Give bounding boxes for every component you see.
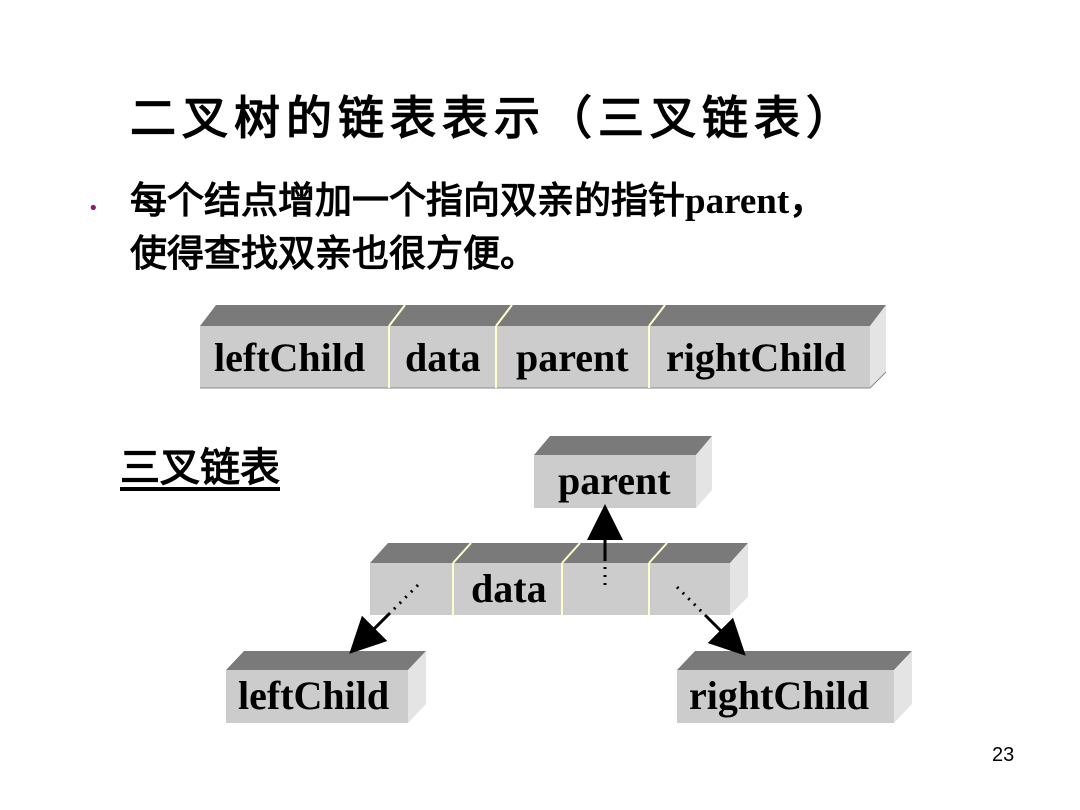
bullet-text-cn: 每个结点增加一个指向双亲的指针 [130, 179, 685, 222]
data-node-label: data [471, 566, 547, 611]
data-node: data [370, 542, 748, 615]
field-data: data [405, 335, 481, 380]
bullet-text-end: ， [789, 179, 827, 222]
slide-title: 二叉树的链表表示（三叉链表） [130, 91, 858, 145]
rightchild-node-label: rightChild [689, 673, 869, 718]
leftchild-pointer [349, 583, 420, 654]
leftchild-node-label: leftChild [238, 673, 389, 718]
rightchild-pointer [675, 585, 746, 656]
leftchild-node: leftChild [226, 651, 426, 723]
field-parent: parent [516, 335, 629, 380]
page-number: 23 [992, 744, 1015, 766]
bullet-marker: • [88, 198, 99, 219]
parent-node-label: parent [558, 458, 671, 503]
bullet-text: 每个结点增加一个指向双亲的指针parent， 使得查找双亲也很方便。 [130, 175, 1030, 280]
subheading: 三叉链表 [120, 445, 280, 491]
field-rightchild: rightChild [666, 335, 846, 380]
rightchild-node: rightChild [677, 651, 912, 723]
parent-node: parent [534, 436, 712, 508]
field-leftchild: leftChild [214, 335, 365, 380]
node-structure-bar: leftChild data parent rightChild [200, 304, 887, 389]
bullet-text-en: parent [685, 181, 790, 222]
bullet-text-line2: 使得查找双亲也很方便。 [130, 232, 537, 275]
